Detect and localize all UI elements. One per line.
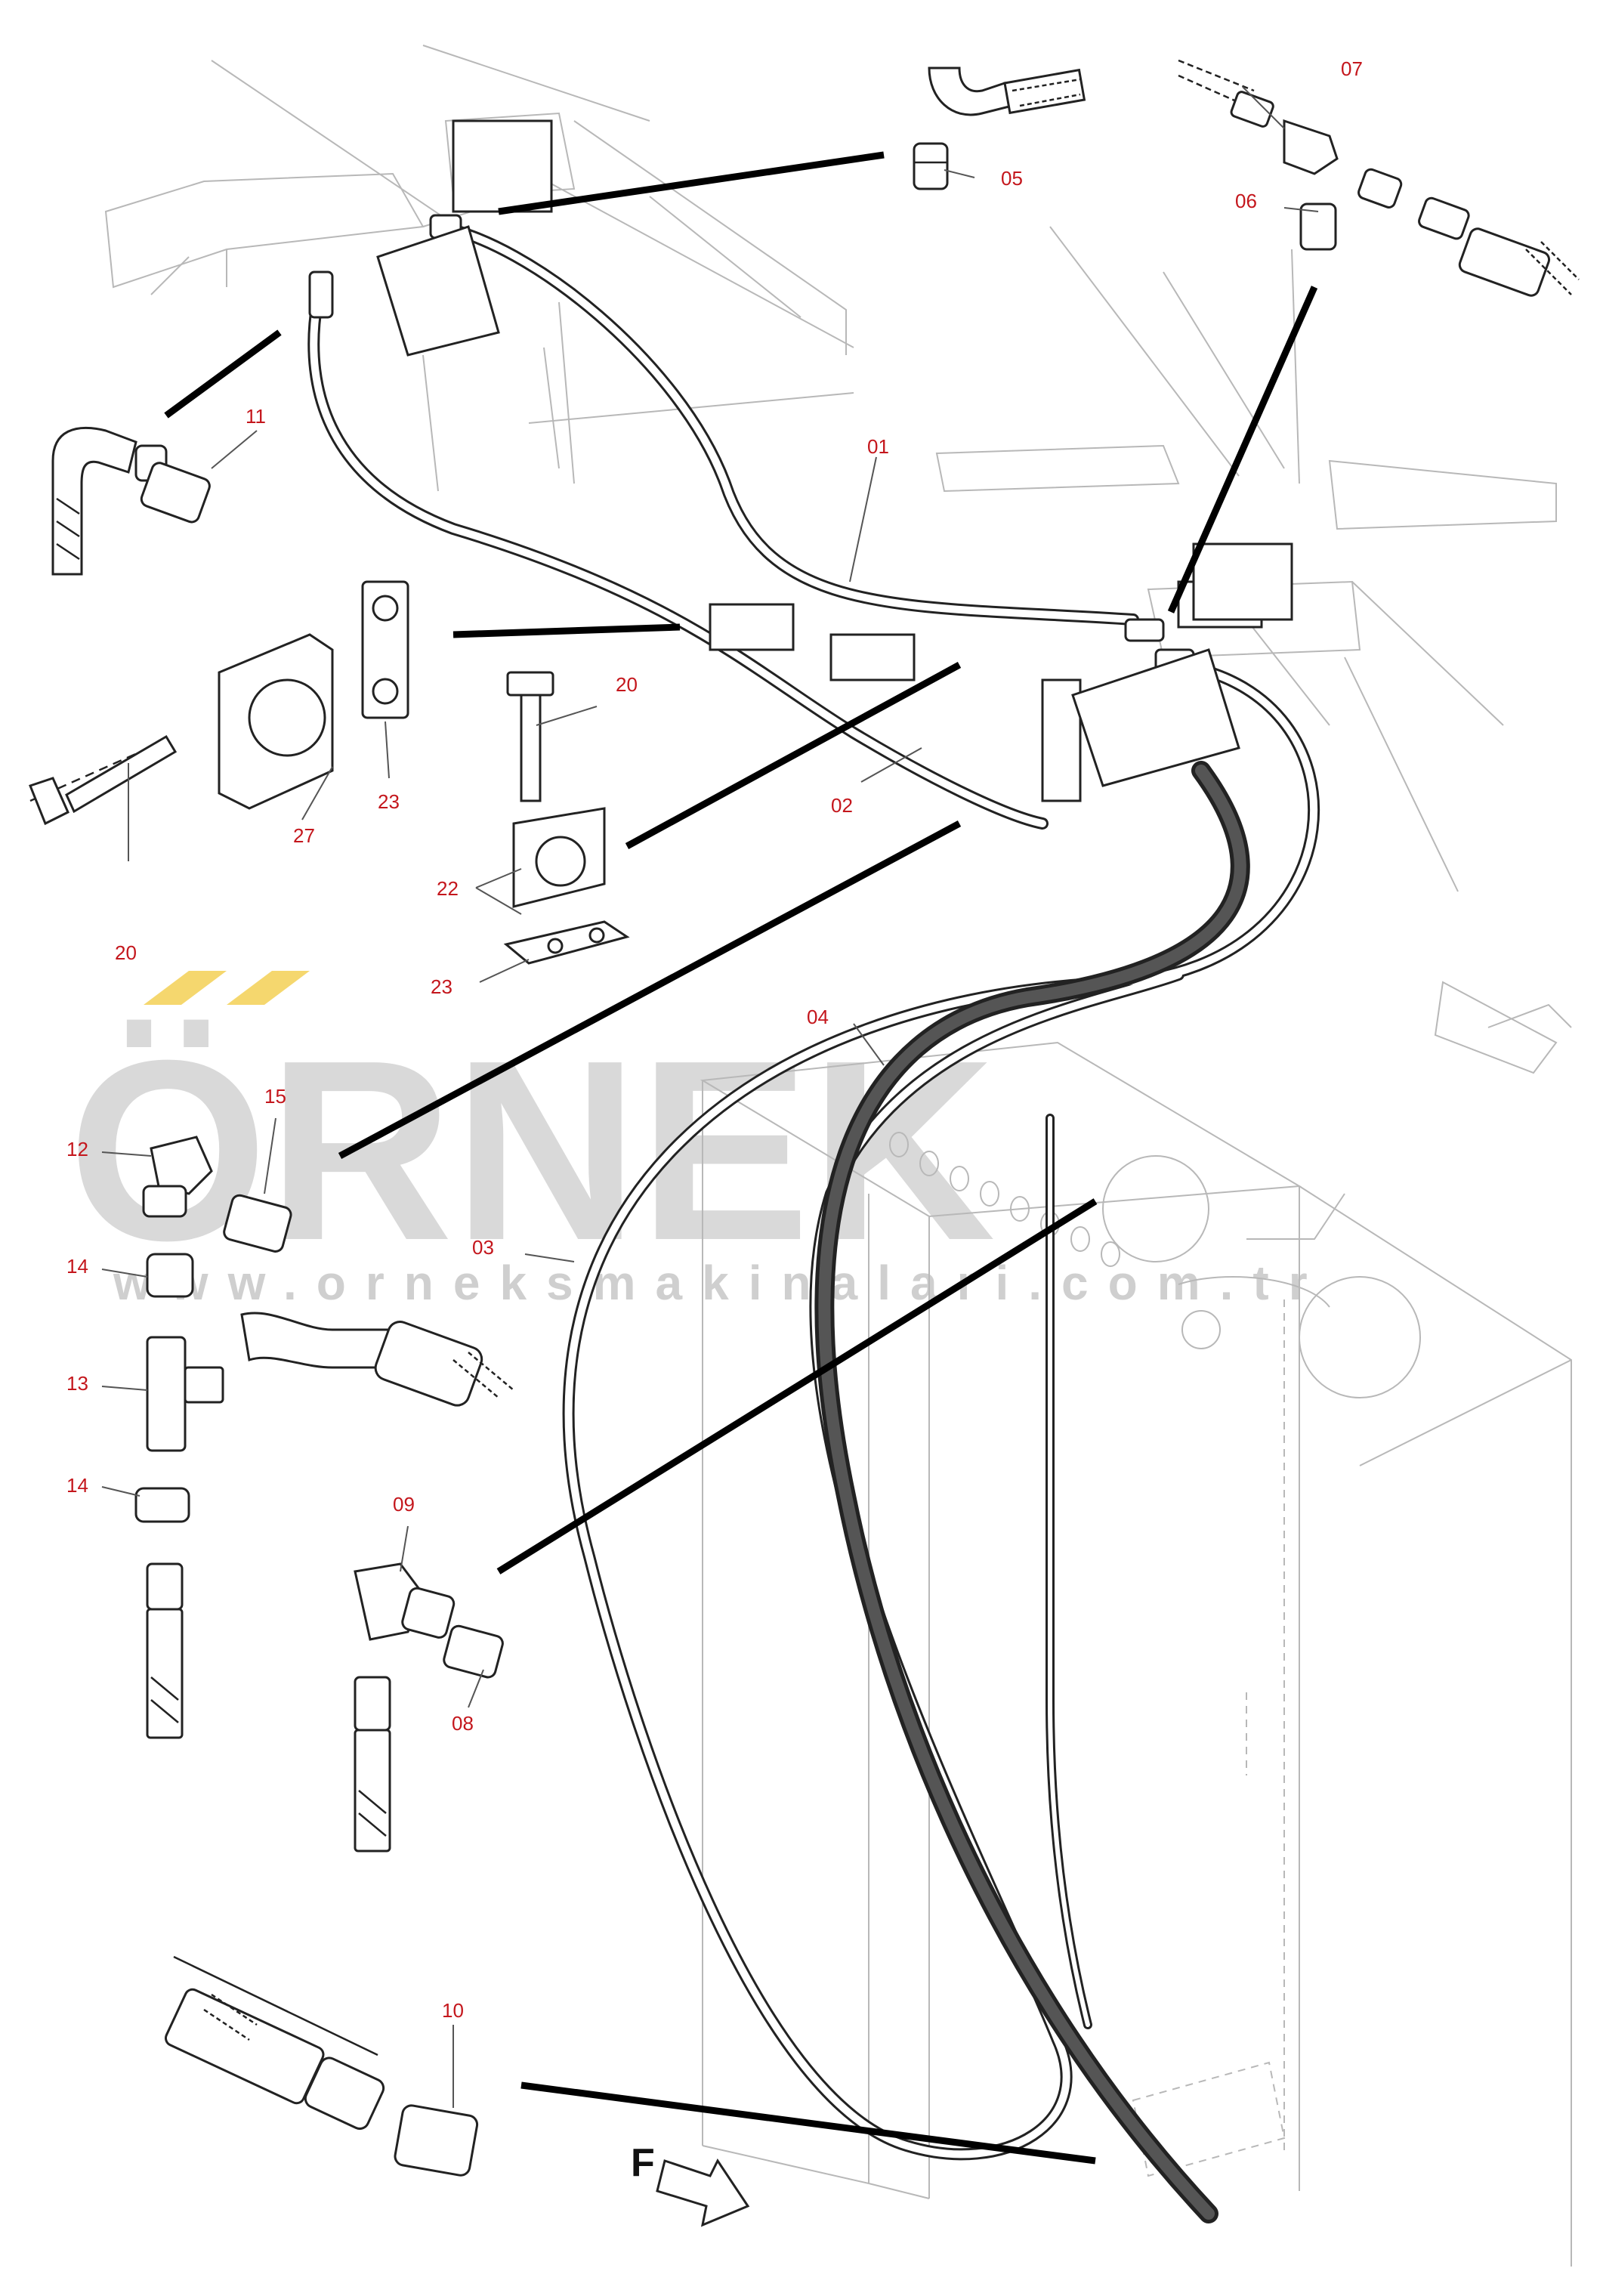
pillow-block (1192, 542, 1293, 621)
hose-vertical (1046, 1114, 1092, 2029)
direction-indicator: F (631, 2141, 750, 2227)
bolt-head-20 (29, 777, 69, 826)
bolt-shank-20 (65, 734, 178, 814)
hose-04 (814, 761, 1250, 2223)
label-27: 27 (293, 824, 315, 847)
label-07: 07 (1341, 57, 1363, 80)
adapter-06 (1299, 202, 1337, 251)
label-14-bottom: 14 (66, 1474, 88, 1497)
nut-14-bottom (134, 1487, 190, 1523)
fitting-group-05 (913, 66, 1086, 190)
label-09: 09 (393, 1493, 415, 1516)
motor-mount-left (376, 225, 500, 357)
label-20-top: 20 (616, 673, 638, 696)
hose-01 (432, 221, 1139, 626)
label-03: 03 (472, 1236, 494, 1259)
hose-03 (562, 659, 1320, 2161)
watermark-url: www.orneksmakinalari.com.tr (113, 1256, 1327, 1310)
adapter-05 (913, 142, 949, 190)
leader-lines (164, 151, 1318, 2165)
adapter-10 (394, 2104, 479, 2177)
hose-end-fitting (1124, 618, 1165, 642)
elbow-12 (150, 1136, 213, 1195)
label-08: 08 (452, 1712, 474, 1735)
direction-arrow-icon (656, 2158, 750, 2227)
fitting-group-10 (164, 1955, 479, 2177)
label-23-bottom: 23 (431, 975, 452, 998)
label-02: 02 (831, 794, 853, 817)
elbow-07 (1283, 119, 1339, 175)
label-01: 01 (867, 435, 889, 458)
fitting-group-12-15 (134, 1136, 514, 1739)
tee-valve-block (1041, 678, 1082, 802)
nut-12 (142, 1185, 187, 1218)
nut-14-top (146, 1253, 194, 1298)
tee-13 (146, 1336, 187, 1452)
label-04: 04 (807, 1006, 829, 1028)
clamp-group-22 (503, 671, 630, 965)
watermark-accent-left (144, 971, 227, 1005)
label-22: 22 (437, 877, 459, 900)
clamp-block (829, 633, 916, 681)
adapter-11 (140, 462, 211, 524)
hose-02 (307, 296, 1049, 830)
adapter-15 (223, 1194, 292, 1253)
bolt-20 (520, 686, 542, 802)
fitting-group-09 (354, 1562, 504, 1853)
tank-holes (889, 1132, 1120, 1267)
label-05: 05 (1001, 167, 1023, 190)
motor-mount (1071, 648, 1240, 787)
label-23-top: 23 (378, 790, 400, 813)
label-15: 15 (264, 1085, 286, 1108)
label-13: 13 (66, 1372, 88, 1395)
clamp-block (709, 603, 795, 651)
part-labels: 01 02 03 04 05 06 07 08 09 10 11 12 13 1… (66, 57, 1363, 2022)
pillow-block (452, 119, 553, 213)
clamp-group-27 (29, 580, 409, 826)
label-10: 10 (442, 1999, 464, 2022)
label-20-bottom: 20 (115, 941, 137, 964)
label-12: 12 (66, 1138, 88, 1160)
plate-23b (503, 920, 630, 965)
adapter-08 (443, 1624, 504, 1679)
label-11: 11 (246, 405, 266, 428)
fitting-group-07 (1178, 59, 1580, 297)
hose-end-fitting (308, 270, 334, 319)
plate-23 (361, 580, 409, 719)
label-14-top: 14 (66, 1255, 88, 1278)
fitting-group-11 (51, 426, 211, 576)
adapter-07 (1357, 168, 1403, 209)
label-leaders (101, 86, 1319, 2108)
direction-label: F (631, 2141, 655, 2185)
watermark-accent-right (227, 971, 310, 1005)
label-06: 06 (1235, 190, 1257, 212)
upper-fittings (308, 119, 1293, 802)
